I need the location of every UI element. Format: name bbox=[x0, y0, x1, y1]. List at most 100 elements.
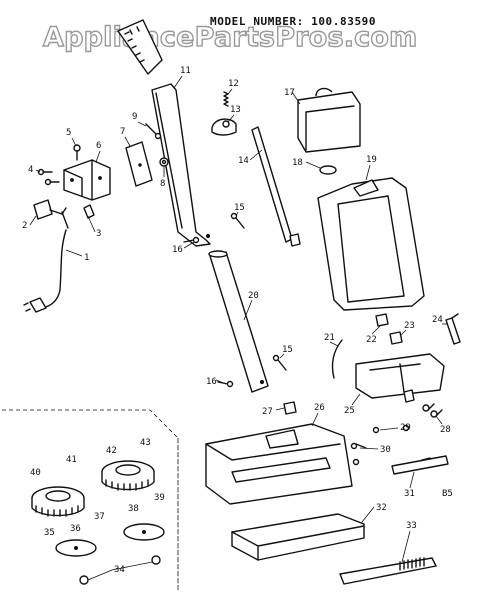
callout-24: 24 bbox=[432, 315, 443, 325]
diagram-code-label: B5 bbox=[442, 489, 453, 499]
leader-29 bbox=[379, 427, 399, 431]
part-plate[interactable] bbox=[125, 141, 153, 187]
callout-38: 38 bbox=[128, 504, 139, 514]
part-fitting-22[interactable] bbox=[375, 313, 389, 327]
callout-36: 36 bbox=[70, 524, 81, 534]
part-bag-lid[interactable] bbox=[297, 87, 361, 153]
callout-28: 28 bbox=[440, 425, 451, 435]
callout-27: 27 bbox=[262, 407, 273, 417]
callout-33: 33 bbox=[406, 521, 417, 531]
callout-32: 32 bbox=[376, 503, 387, 513]
part-filter[interactable] bbox=[319, 165, 337, 175]
leader-18 bbox=[305, 161, 321, 169]
part-fitting-23[interactable] bbox=[389, 331, 403, 345]
watermark-text: AppliancePartsPros.com bbox=[43, 22, 417, 53]
brush-kit-boundary bbox=[2, 409, 179, 590]
part-spring[interactable] bbox=[223, 91, 229, 107]
leader-17 bbox=[291, 91, 301, 105]
callout-41: 41 bbox=[66, 455, 77, 465]
leader-21 bbox=[329, 341, 339, 347]
leader-12 bbox=[227, 88, 233, 95]
part-screw-15b[interactable] bbox=[272, 354, 287, 371]
callout-12: 12 bbox=[228, 79, 239, 89]
leader-16b bbox=[215, 379, 227, 385]
leader-30 bbox=[359, 447, 379, 450]
part-nut[interactable] bbox=[159, 157, 169, 167]
leader-33 bbox=[401, 530, 411, 563]
callout-25: 25 bbox=[344, 406, 355, 416]
callout-22: 22 bbox=[366, 335, 377, 345]
callout-23: 23 bbox=[404, 321, 415, 331]
callout-7: 7 bbox=[120, 127, 125, 137]
callout-29: 29 bbox=[400, 423, 411, 433]
part-screw-15a[interactable] bbox=[230, 212, 245, 229]
part-bag-housing[interactable] bbox=[317, 177, 425, 311]
callout-37: 37 bbox=[94, 512, 105, 522]
callout-1: 1 bbox=[84, 253, 89, 263]
callout-34: 34 bbox=[114, 565, 125, 575]
part-strain-relief[interactable] bbox=[83, 204, 95, 219]
part-rod[interactable] bbox=[251, 126, 301, 247]
part-bottom-plate[interactable] bbox=[231, 513, 365, 561]
leader-11 bbox=[173, 75, 183, 89]
callout-18: 18 bbox=[292, 158, 303, 168]
leader-27 bbox=[275, 407, 285, 411]
part-screws-4[interactable] bbox=[37, 168, 60, 186]
leader-22 bbox=[371, 325, 381, 335]
leader-16a bbox=[183, 241, 195, 249]
leader-32 bbox=[361, 506, 375, 523]
part-hose[interactable] bbox=[331, 339, 343, 379]
callout-4: 4 bbox=[28, 165, 33, 175]
callout-6: 6 bbox=[96, 141, 101, 151]
part-fasteners-30[interactable] bbox=[350, 442, 367, 466]
callout-5: 5 bbox=[66, 128, 71, 138]
leader-6 bbox=[95, 150, 101, 163]
leader-28 bbox=[435, 415, 443, 425]
part-screw-5[interactable] bbox=[73, 144, 81, 161]
leader-31 bbox=[409, 471, 415, 489]
leader-25 bbox=[351, 393, 361, 406]
part-brush-40[interactable] bbox=[31, 486, 85, 517]
callout-43: 43 bbox=[140, 438, 151, 448]
part-hood[interactable] bbox=[205, 423, 353, 505]
part-power-cord[interactable] bbox=[23, 229, 67, 313]
part-bumper-strip[interactable] bbox=[391, 455, 449, 475]
callout-42: 42 bbox=[106, 446, 117, 456]
part-pad-38[interactable] bbox=[123, 523, 165, 541]
leader-15a bbox=[235, 211, 239, 217]
callout-14: 14 bbox=[238, 156, 249, 166]
part-screws-28[interactable] bbox=[422, 403, 443, 418]
leader-5 bbox=[71, 137, 77, 147]
leader-lines bbox=[29, 75, 448, 581]
callout-26: 26 bbox=[314, 403, 325, 413]
part-latch[interactable] bbox=[445, 313, 461, 345]
part-upper-handle[interactable] bbox=[151, 83, 211, 247]
part-lower-handle[interactable] bbox=[208, 250, 269, 393]
callout-31: 31 bbox=[404, 489, 415, 499]
part-base-frame[interactable] bbox=[355, 353, 445, 403]
callout-19: 19 bbox=[366, 155, 377, 165]
part-brush-42[interactable] bbox=[101, 460, 155, 491]
part-pedal[interactable] bbox=[211, 118, 237, 136]
leader-3 bbox=[87, 215, 96, 233]
leader-7 bbox=[124, 136, 131, 147]
part-clip[interactable] bbox=[283, 401, 297, 415]
part-handle-grip[interactable] bbox=[117, 19, 163, 75]
part-bracket[interactable] bbox=[63, 159, 111, 201]
leader-19 bbox=[365, 164, 371, 181]
leader-14 bbox=[249, 149, 263, 161]
leader-2 bbox=[29, 215, 37, 226]
part-screw-9[interactable] bbox=[145, 123, 162, 140]
leader-26 bbox=[311, 412, 319, 427]
callout-8: 8 bbox=[160, 179, 165, 189]
part-fasteners-29[interactable] bbox=[372, 424, 410, 434]
leader-34 bbox=[87, 561, 153, 581]
part-pad-35[interactable] bbox=[55, 539, 97, 557]
part-screw-16a[interactable] bbox=[183, 236, 200, 244]
callout-20: 20 bbox=[248, 291, 259, 301]
part-brush-strip[interactable] bbox=[339, 557, 437, 585]
callout-15b: 15 bbox=[282, 345, 293, 355]
callout-30: 30 bbox=[380, 445, 391, 455]
part-switch[interactable] bbox=[33, 199, 69, 229]
